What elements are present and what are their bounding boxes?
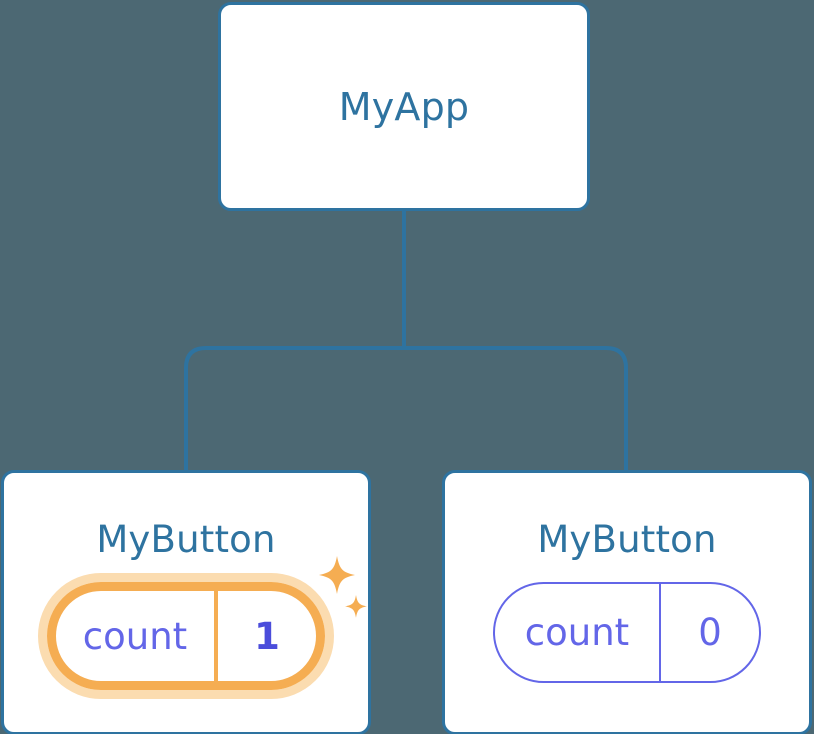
state-pill-wrap-right: count 0 [493,582,761,683]
node-mybutton-right-title: MyButton [537,518,717,561]
state-pill-wrap-left: count 1 [38,556,367,699]
state-pill-left-key: count [82,614,188,658]
state-pill-right-key: count [524,611,630,654]
node-mybutton-left-title: MyButton [96,518,276,561]
node-mybutton-right[interactable]: MyButton count 0 [442,470,812,734]
state-pill-left-divider [214,591,218,681]
connector-branch-bar [184,346,628,472]
state-pill-left-value: 1 [254,614,280,658]
state-pill-right-divider [659,584,661,681]
node-myapp[interactable]: MyApp [218,2,590,211]
state-pill-right[interactable]: count 0 [493,582,761,683]
state-pill-right-value: 0 [698,611,722,654]
node-myapp-title: MyApp [338,84,470,129]
state-pill-left[interactable]: count 1 [47,582,325,690]
node-mybutton-left[interactable]: MyButton count 1 [1,470,371,734]
sparkle-large-icon [319,556,355,594]
sparkle-small-icon [345,595,367,618]
